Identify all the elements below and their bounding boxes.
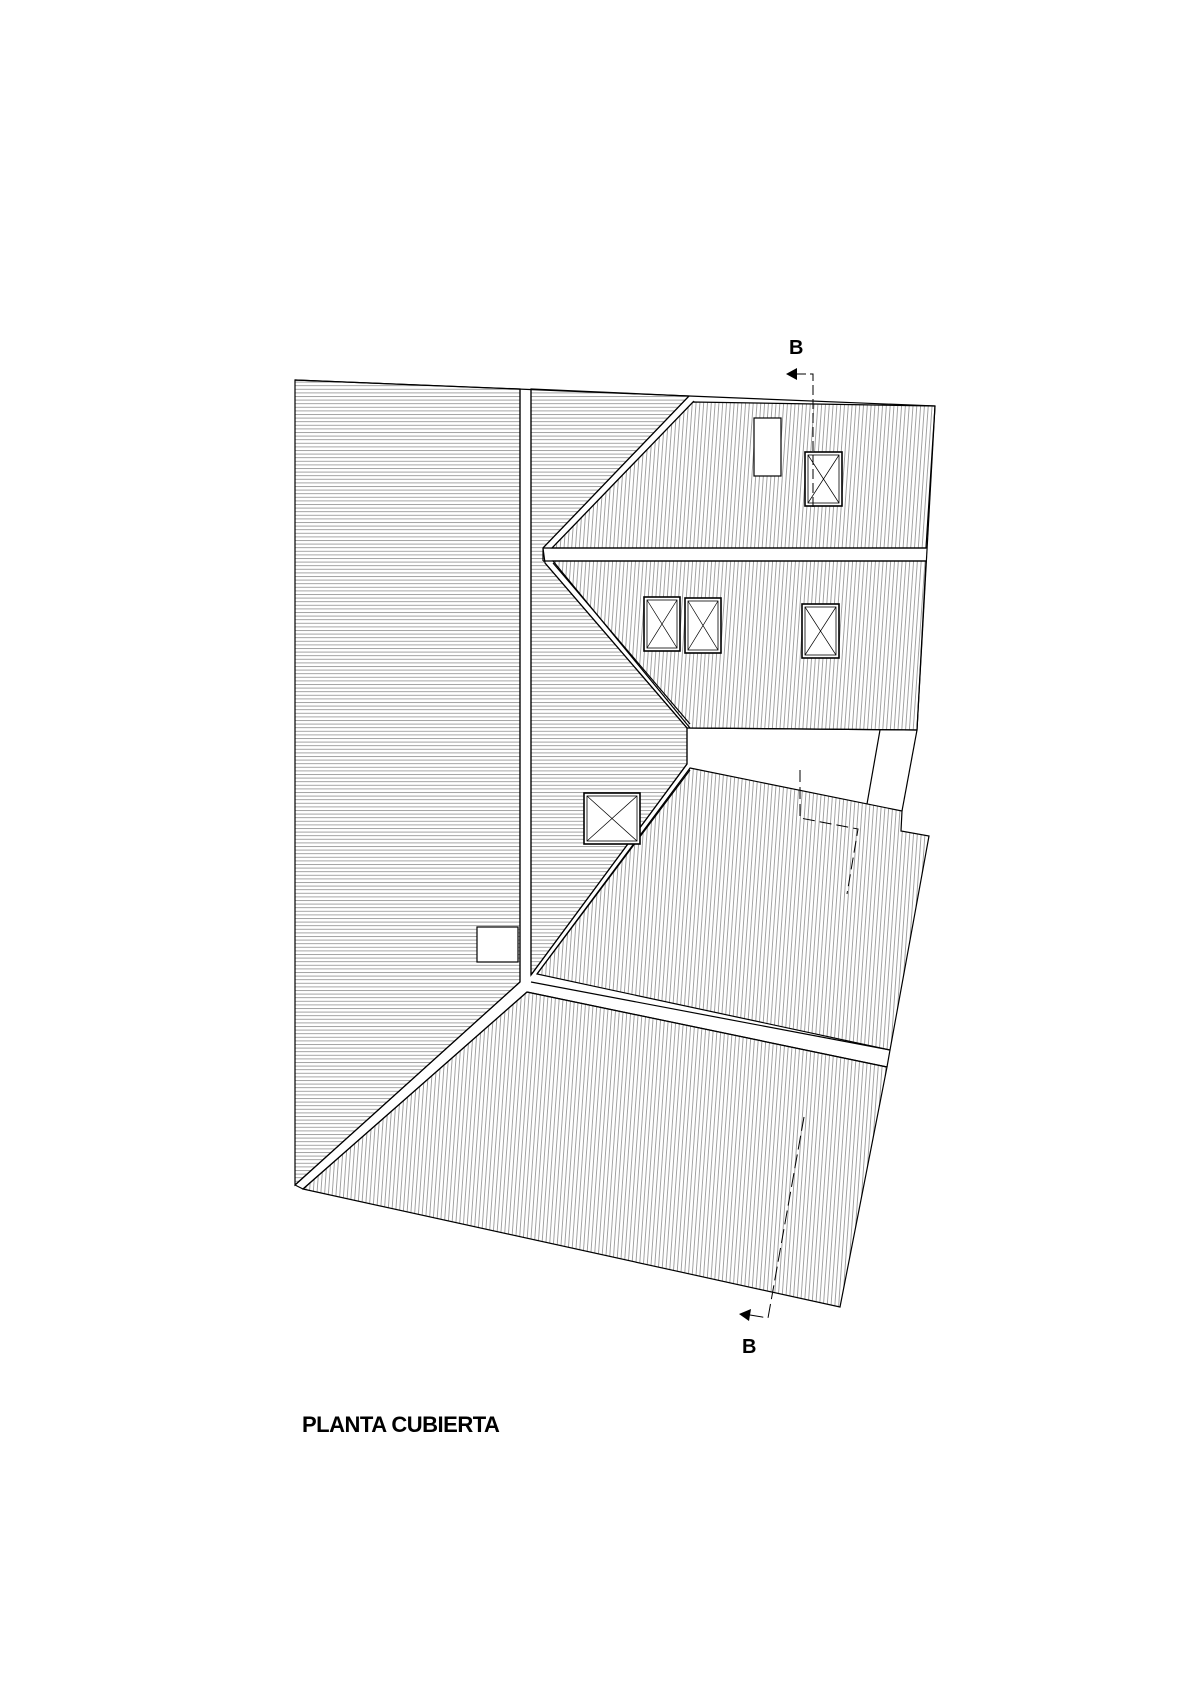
skylights	[583, 451, 843, 845]
section-line-b	[749, 373, 859, 1319]
section-label-top: B	[789, 337, 803, 359]
chimney-west	[476, 926, 519, 963]
skylight-icon	[583, 792, 641, 845]
drawing-title: PLANTA CUBIERTA	[302, 1412, 500, 1437]
section-arrow-bottom-icon	[739, 1309, 751, 1321]
vent-chimney	[753, 417, 782, 477]
ridge-and-hip-lines	[294, 379, 936, 1190]
section-arrow-top-icon	[786, 368, 797, 380]
skylight-icon	[643, 596, 681, 652]
skylight-icon	[801, 603, 840, 659]
skylight-icon	[684, 597, 722, 654]
section-label-bottom: B	[742, 1336, 756, 1358]
skylight-icon	[804, 451, 843, 507]
